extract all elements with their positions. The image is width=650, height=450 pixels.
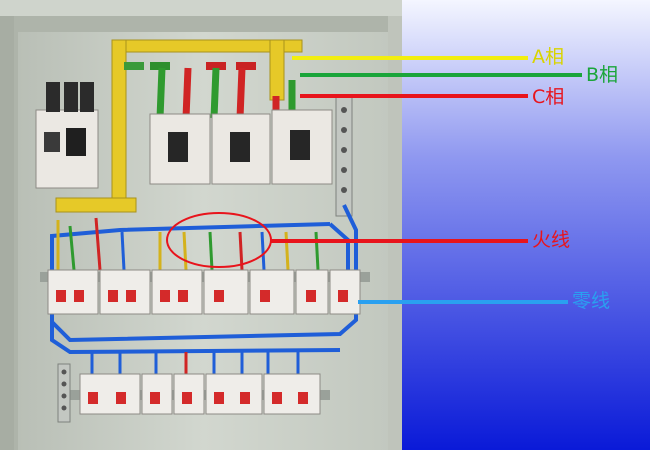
phase-a-label: A相 xyxy=(532,46,564,68)
breaker-row-upper xyxy=(47,269,361,315)
phase-b-label: B相 xyxy=(586,64,619,86)
phase-c-label: C相 xyxy=(532,86,565,108)
breaker-row-lower xyxy=(79,373,321,415)
neutral-terminal-bar xyxy=(335,95,353,217)
main-breaker xyxy=(35,82,99,189)
three-pole-breakers xyxy=(149,109,333,185)
live-wires xyxy=(56,217,320,271)
ground-terminal-strip xyxy=(57,363,71,423)
live-label: 火线 xyxy=(532,229,571,251)
neutral-label: 零线 xyxy=(572,290,611,312)
busbar xyxy=(55,39,303,213)
